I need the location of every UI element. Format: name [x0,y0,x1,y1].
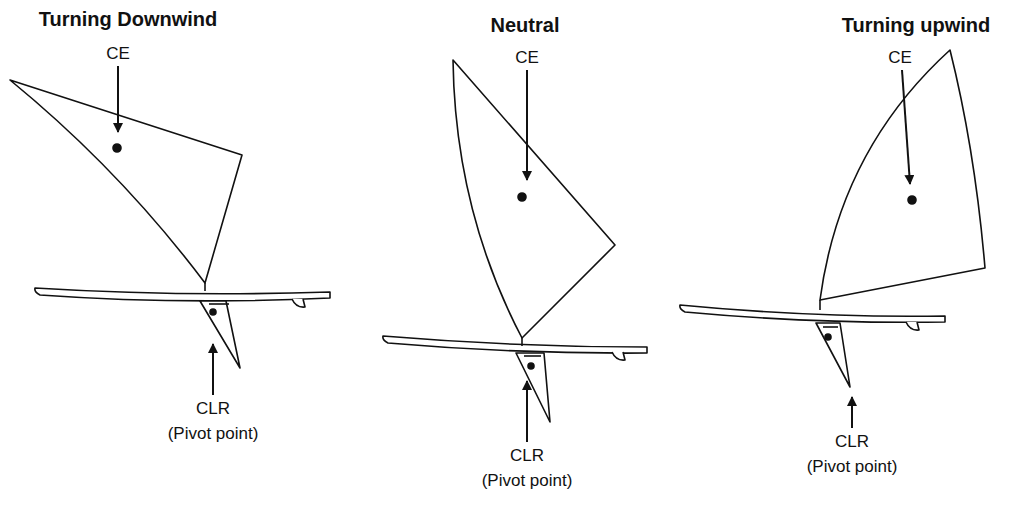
force-label: CLR [510,446,544,466]
ce-dot [113,144,121,152]
panel-title: Neutral [491,14,560,37]
board [680,305,945,322]
panel-title: Turning Downwind [39,8,217,31]
force-label: CE [888,48,912,68]
skeg [292,299,305,307]
daggerboard [200,301,240,368]
clr-dot [210,309,216,315]
clr-arrow [526,381,528,442]
pivot-note: (Pivot point) [482,471,573,491]
ce-dot [518,193,526,201]
skeg [906,322,919,330]
mast-foot [204,283,206,291]
force-label: CE [515,48,539,68]
force-label: CE [106,44,130,64]
ce-arrow [902,70,910,184]
daggerboard [516,353,550,422]
ce-dot [908,196,916,204]
panel-title: Turning upwind [842,14,990,37]
board-right [680,50,985,428]
clr-dot [825,334,831,340]
ce-arrow [117,66,119,132]
sail [820,50,985,300]
clr-arrow [851,397,853,428]
force-label: CLR [835,432,869,452]
force-label: CLR [196,399,230,419]
daggerboard-slot [823,326,838,328]
mast-foot [521,338,523,346]
board [35,288,330,301]
skeg [612,352,625,360]
ce-arrow [526,70,528,180]
sail [10,80,242,283]
clr-dot [528,363,534,369]
board-middle [383,60,647,442]
mast-foot [819,300,821,310]
daggerboard-slot [209,303,229,305]
board-left [10,66,330,395]
pivot-note: (Pivot point) [168,424,259,444]
pivot-note: (Pivot point) [807,457,898,477]
daggerboard [816,323,850,387]
sail [453,60,615,338]
board [383,336,647,353]
clr-arrow [212,344,214,395]
daggerboard-slot [524,355,541,357]
